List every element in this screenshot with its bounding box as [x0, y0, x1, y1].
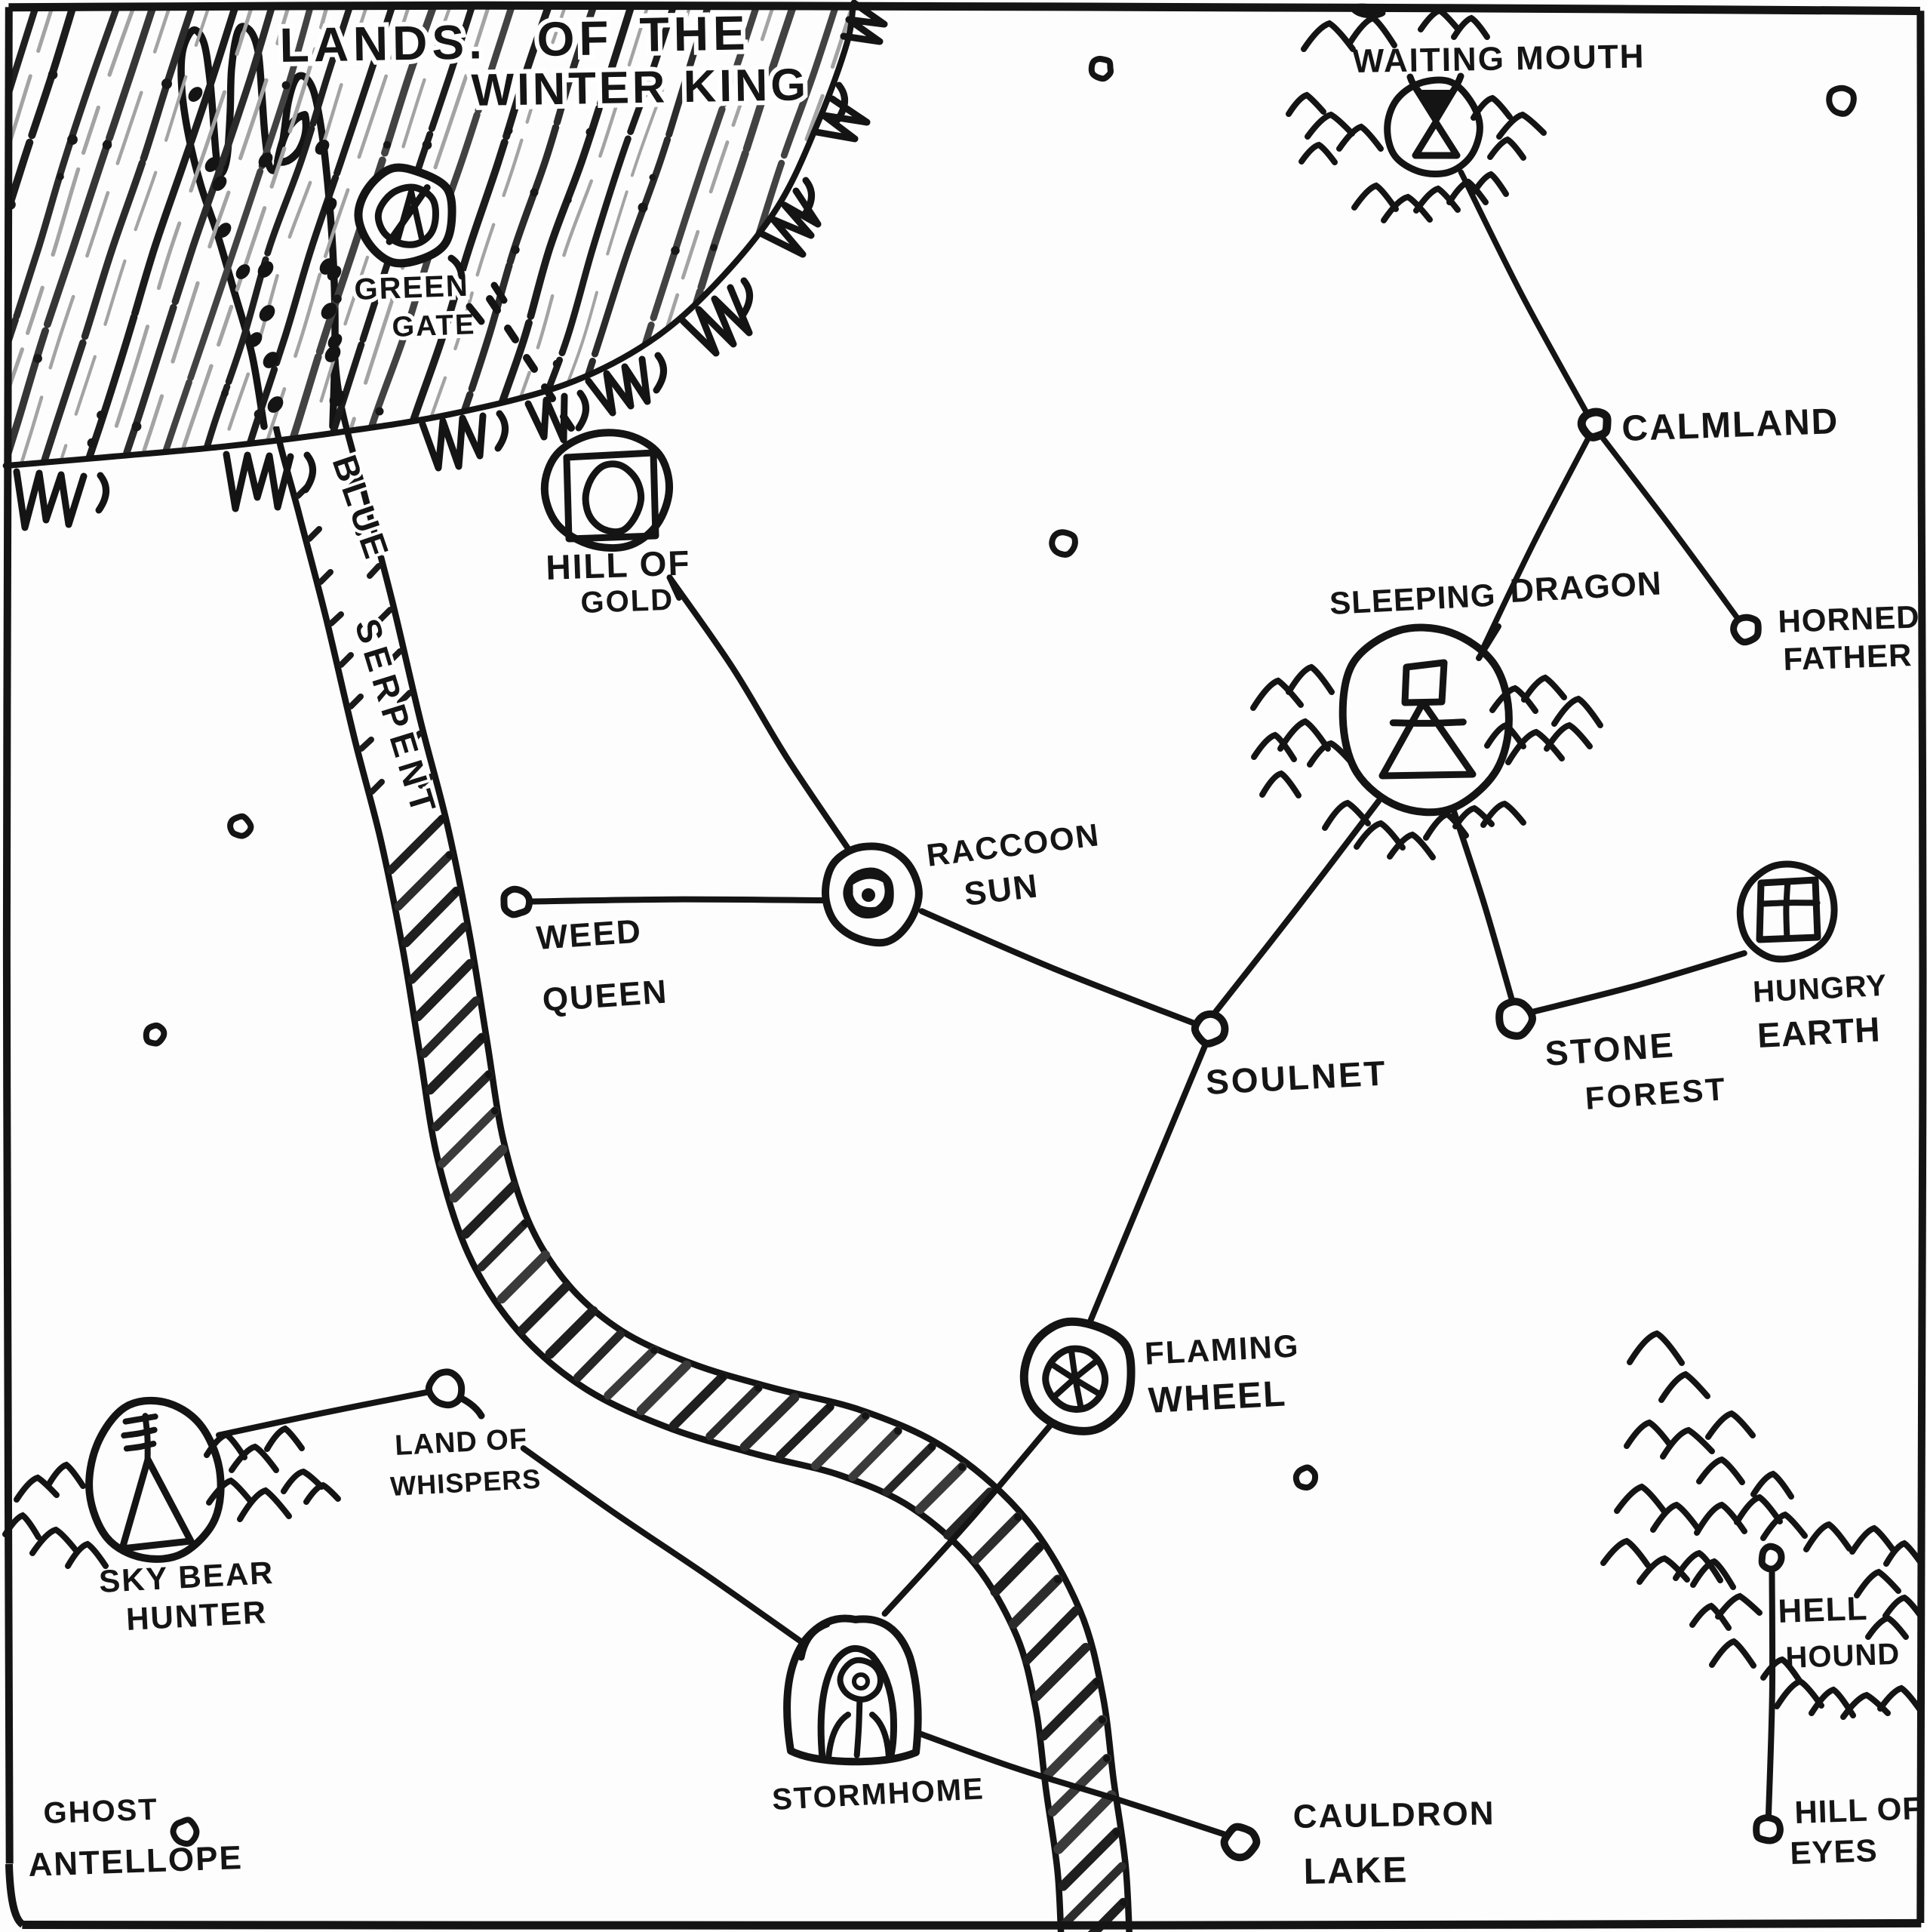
svg-text:OF: OF	[536, 11, 613, 66]
svg-text:EARTH: EARTH	[1756, 1010, 1882, 1055]
svg-text:GREEN: GREEN	[354, 269, 470, 306]
svg-text:LAKE: LAKE	[1303, 1850, 1409, 1892]
svg-text:FATHER: FATHER	[1783, 637, 1913, 677]
svg-text:HOUND: HOUND	[1785, 1638, 1901, 1675]
svg-text:QUEEN: QUEEN	[541, 973, 668, 1018]
svg-text:HELL: HELL	[1778, 1590, 1869, 1630]
svg-text:FLAMING: FLAMING	[1144, 1327, 1300, 1371]
svg-text:WAITING MOUTH: WAITING MOUTH	[1352, 38, 1646, 80]
svg-text:STONE: STONE	[1544, 1025, 1677, 1073]
svg-text:EYES: EYES	[1790, 1832, 1879, 1871]
svg-text:WHEEL: WHEEL	[1148, 1374, 1288, 1421]
svg-text:LANDS.: LANDS.	[279, 14, 487, 72]
svg-text:HILL OF: HILL OF	[546, 543, 692, 587]
svg-text:DRAGON: DRAGON	[1509, 565, 1663, 610]
svg-text:WEED: WEED	[535, 912, 643, 957]
svg-text:GOLD: GOLD	[580, 583, 675, 620]
svg-text:THE: THE	[639, 5, 750, 62]
svg-text:WINTER KING: WINTER KING	[471, 59, 809, 115]
svg-text:HUNGRY: HUNGRY	[1752, 969, 1888, 1009]
svg-text:SLEEPING: SLEEPING	[1329, 577, 1497, 621]
svg-text:GATE: GATE	[392, 309, 476, 343]
svg-text:CAULDRON: CAULDRON	[1292, 1795, 1495, 1835]
svg-text:CALMLAND: CALMLAND	[1621, 401, 1840, 449]
svg-text:ANTELLOPE: ANTELLOPE	[28, 1839, 244, 1884]
svg-text:HORNED: HORNED	[1778, 598, 1921, 639]
svg-text:GHOST: GHOST	[43, 1793, 159, 1830]
svg-text:HUNTER: HUNTER	[125, 1594, 268, 1637]
svg-text:SOULNET: SOULNET	[1205, 1053, 1388, 1102]
svg-text:SUN: SUN	[962, 867, 1040, 913]
svg-text:HILL OF: HILL OF	[1794, 1790, 1923, 1830]
svg-text:LAND OF: LAND OF	[394, 1423, 528, 1462]
